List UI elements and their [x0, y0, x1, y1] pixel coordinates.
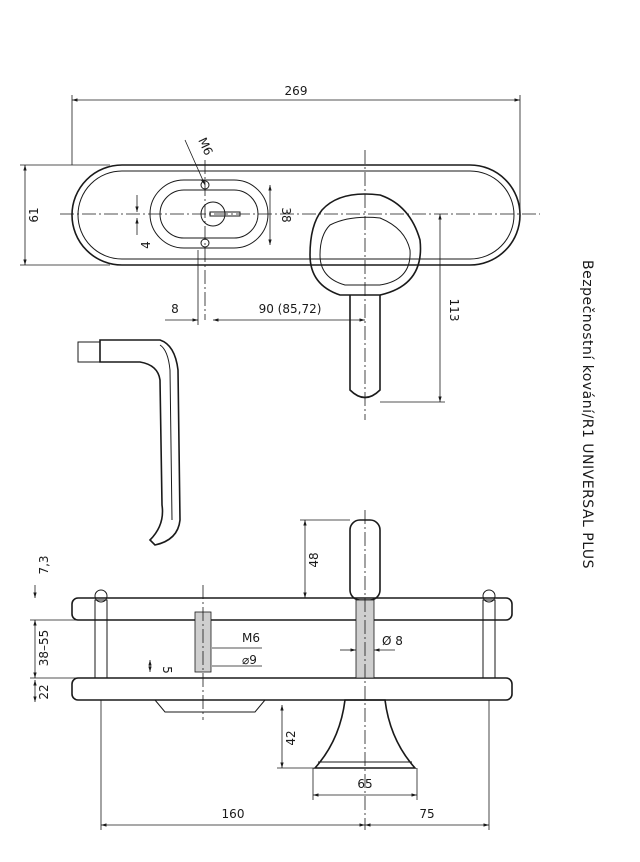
leader-m6 [184, 139, 206, 186]
handle-edge [159, 344, 173, 521]
bolt-left [94, 599, 108, 679]
dim-8-diameter: Ø 8 [382, 634, 403, 648]
dim-61: 61 [27, 207, 41, 222]
dim-75: 75 [419, 807, 434, 821]
dim-90: 90 (85,72) [259, 302, 322, 316]
dim-48: 48 [307, 552, 321, 567]
dim-m6-top: M6 [195, 135, 215, 157]
dim-9: ⌀9 [242, 653, 257, 667]
cylinder-slot-inner [159, 189, 259, 239]
key-slot [209, 211, 241, 217]
dim-113: 113 [447, 299, 461, 322]
handle-lever-side [99, 339, 181, 546]
handle-rosette [309, 193, 422, 296]
dim-38-55: 38–55 [37, 630, 51, 667]
backplate-inner [77, 170, 515, 260]
inner-knob [313, 699, 417, 769]
dim-22: 22 [37, 684, 51, 699]
dim-m6-side: M6 [242, 631, 260, 645]
dim-8: 8 [171, 302, 179, 316]
dim-269: 269 [285, 84, 308, 98]
top-dimensions: 269 61 M6 38 4 8 90 (85,72) 113 [20, 84, 521, 403]
spindle-square [77, 341, 101, 363]
dim-38: 38 [279, 207, 293, 222]
dim-4: 4 [139, 241, 153, 249]
section-dimensions: 48 7,3 38–55 22 M6 ⌀9 5 Ø 8 42 65 160 75 [30, 519, 489, 827]
dim-7-3: 7,3 [37, 555, 51, 574]
dim-160: 160 [222, 807, 245, 821]
backplate-outline [71, 164, 521, 266]
cylinder-hole [200, 201, 226, 227]
inner-plate [71, 677, 513, 701]
drawing-title: Bezpečnostní kování/R1 UNIVERSAL PLUS [579, 260, 595, 569]
inner-rosette [154, 699, 266, 713]
handle-lever [349, 295, 381, 399]
cylinder-slot-outer [149, 179, 269, 249]
bolt-right [482, 599, 496, 679]
handle-rosette-inner [319, 216, 411, 286]
top-view [60, 150, 540, 420]
dim-42: 42 [284, 730, 298, 745]
outer-plate [71, 597, 513, 621]
bolt-head-right [482, 589, 496, 603]
dim-5: 5 [160, 666, 174, 674]
bolt-head-left [94, 589, 108, 603]
dim-65: 65 [357, 777, 372, 791]
section-view [71, 510, 513, 830]
handle-side-view [77, 339, 181, 546]
